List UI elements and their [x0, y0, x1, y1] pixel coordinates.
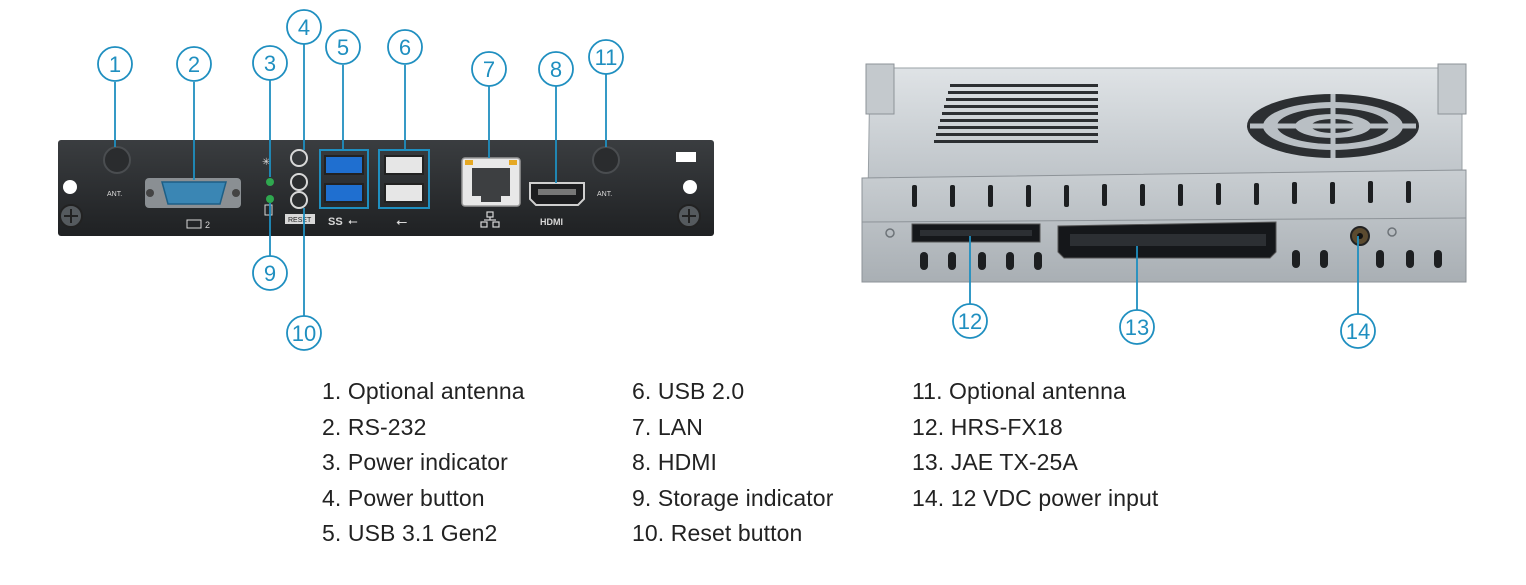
side-vents-upper [912, 181, 1411, 207]
callout-12: 12 [952, 303, 988, 339]
com-label: 2 [205, 220, 210, 230]
svg-text:11: 11 [595, 45, 618, 70]
legend-item: 7. LAN [632, 413, 703, 440]
svg-text:9: 9 [264, 261, 276, 286]
screw-hole-right [1387, 227, 1397, 237]
usb31-port-top [324, 155, 364, 175]
usb31-port-bottom [324, 183, 364, 203]
legend-column-1: 1. Optional antenna 2. RS-232 3. Power i… [322, 374, 525, 552]
leader-lines-right [969, 236, 1359, 314]
module-body [861, 63, 1467, 283]
legend-item: 4. Power button [322, 484, 485, 511]
power-button-icon [290, 149, 308, 167]
callout-4: 4 [286, 9, 322, 45]
power-led-icon: ✳ [262, 157, 270, 168]
usb20-port-top [384, 155, 424, 175]
legend-item: 3. Power indicator [322, 449, 508, 475]
usb-icon: ⭠ [396, 213, 407, 229]
svg-text:2: 2 [188, 52, 200, 77]
panel-notch [676, 152, 696, 162]
storage-led-icon [264, 204, 273, 216]
callout-9: 9 [252, 255, 288, 291]
callout-6: 6 [387, 29, 423, 65]
legend-item: 6. USB 2.0 [632, 378, 745, 404]
rs232-port [145, 178, 241, 208]
callout-10: 10 [286, 315, 322, 351]
svg-text:3: 3 [264, 51, 276, 76]
ss-label: SS [328, 216, 343, 228]
fan-grille [1247, 94, 1419, 158]
svg-text:7: 7 [483, 57, 495, 82]
legend-item: 11. Optional antenna [912, 378, 1126, 404]
legend-item: 10. Reset button [632, 520, 803, 546]
usb20-port-bottom [384, 183, 424, 203]
svg-text:8: 8 [550, 57, 562, 82]
legend-column-2: 6. USB 2.0 7. LAN 8. HDMI 9. Storage ind… [632, 374, 833, 552]
callout-2: 2 [176, 46, 212, 82]
callout-8: 8 [538, 51, 574, 87]
callout-13: 13 [1119, 309, 1155, 345]
usb-icon-ss: ⭠ [348, 214, 358, 228]
svg-text:1: 1 [109, 52, 121, 77]
reset-label: RESET [288, 217, 312, 224]
com-icon [186, 219, 202, 229]
legend-item: 1. Optional antenna [322, 378, 525, 404]
ant-label-right: ANT. [597, 191, 612, 198]
screw-right [677, 204, 701, 228]
antenna-port-left [103, 146, 131, 174]
legend-item: 14. 12 VDC power input [912, 484, 1159, 511]
svg-text:13: 13 [1125, 315, 1149, 340]
hrs-fx18-connector [911, 223, 1041, 243]
screw-hole-left [885, 228, 895, 238]
storage-indicator-led [266, 195, 274, 203]
callout-14: 14 [1340, 313, 1376, 349]
dc-power-jack [1350, 226, 1370, 246]
usb20-highlight [378, 149, 430, 209]
callout-7: 7 [471, 51, 507, 87]
mount-hole-left [63, 180, 77, 194]
lan-port [461, 157, 521, 207]
jae-tx25a-connector [1057, 221, 1277, 259]
leader-lines-left [114, 44, 607, 318]
reset-label-box [285, 214, 315, 224]
ant-label-left: ANT. [107, 191, 122, 198]
svg-text:14: 14 [1346, 319, 1370, 344]
legend-item: 13. JAE TX-25A [912, 449, 1078, 475]
power-button [290, 173, 308, 191]
callout-1: 1 [97, 46, 133, 82]
svg-text:5: 5 [337, 35, 349, 60]
antenna-port-right [592, 146, 620, 174]
svg-text:6: 6 [399, 35, 411, 60]
legend-item: 8. HDMI [632, 449, 718, 475]
legend-column-3: 11. Optional antenna 12. HRS-FX18 13. JA… [912, 374, 1158, 516]
svg-text:10: 10 [292, 321, 316, 346]
mount-hole-right [683, 180, 697, 194]
network-icon [480, 211, 500, 228]
callout-3: 3 [252, 45, 288, 81]
io-panel: ANT. 2 ✳ RESET SS ⭠ ⭠ [58, 140, 714, 236]
legend-item: 2. RS-232 [322, 413, 427, 440]
side-vents-lower [920, 250, 1442, 270]
callout-5: 5 [325, 29, 361, 65]
power-indicator-led [266, 178, 274, 186]
hdmi-port [529, 182, 585, 206]
legend-item: 12. HRS-FX18 [912, 413, 1063, 440]
svg-text:4: 4 [298, 15, 310, 40]
callout-11: 11 [588, 39, 624, 75]
svg-text:12: 12 [958, 309, 982, 334]
usb31-highlight [319, 149, 369, 209]
screw-left [59, 204, 83, 228]
legend-item: 5. USB 3.1 Gen2 [322, 520, 498, 546]
hdmi-label: HDMI [540, 217, 563, 227]
legend-item: 9. Storage indicator [632, 484, 834, 511]
vent-slots [934, 84, 1098, 143]
reset-button [290, 191, 308, 209]
